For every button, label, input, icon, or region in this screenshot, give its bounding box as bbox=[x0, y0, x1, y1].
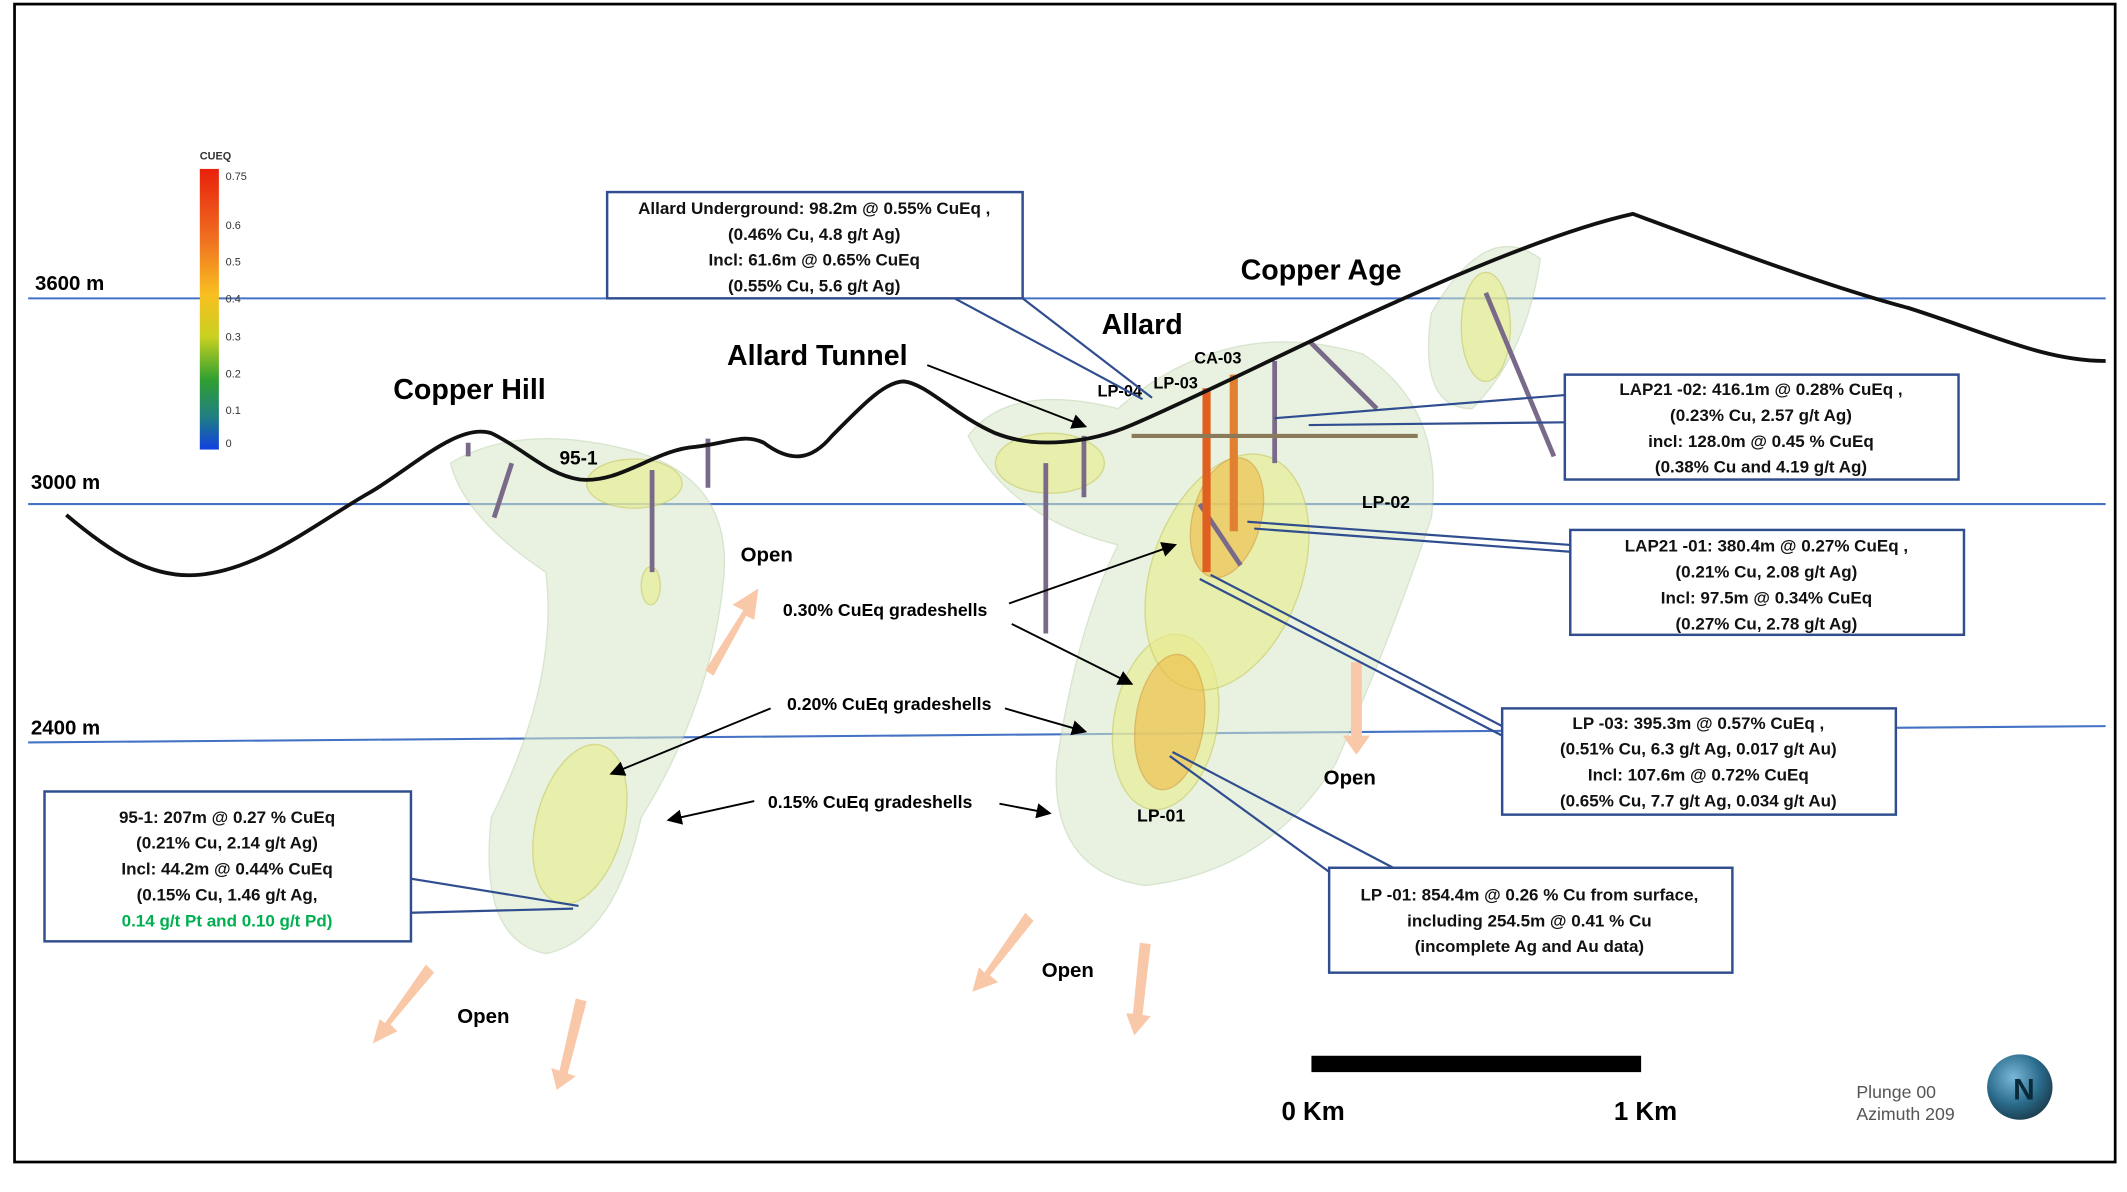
legend-title: CUEQ bbox=[200, 150, 231, 162]
hole-label-95-1: 95-1 bbox=[559, 449, 598, 470]
gradeshell-label-015: 0.15% CuEq gradeshells bbox=[768, 792, 973, 812]
hole-label-lp-02: LP-02 bbox=[1362, 492, 1410, 512]
svg-text:(0.15% Cu, 1.46 g/t Ag,: (0.15% Cu, 1.46 g/t Ag, bbox=[137, 885, 318, 904]
svg-text:95-1: 207m @ 0.27 % CuEq: 95-1: 207m @ 0.27 % CuEq bbox=[119, 808, 335, 827]
callout-lp-01: LP -01: 854.4m @ 0.26 % Cu from surface,… bbox=[1327, 866, 1734, 974]
topography-profile bbox=[65, 211, 2106, 578]
legend-tick: 0.3 bbox=[226, 332, 241, 344]
svg-text:LP -03: 395.3m @ 0.57% CuEq: LP -03: 395.3m @ 0.57% CuEq , bbox=[1572, 714, 1824, 733]
area-label-allard: Allard bbox=[1102, 309, 1183, 341]
open-label: Open bbox=[741, 544, 793, 566]
svg-text:Incl: 44.2m @ 0.44% CuEq: Incl: 44.2m @ 0.44% CuEq bbox=[121, 860, 332, 879]
area-label-allard-tunnel: Allard Tunnel bbox=[727, 340, 908, 372]
svg-text:(0.51% Cu, 6.3 g/t Ag, 0.017 g: (0.51% Cu, 6.3 g/t Ag, 0.017 g/t Au) bbox=[1560, 740, 1837, 759]
scale-bar bbox=[1311, 1055, 1642, 1073]
svg-text:(0.65% Cu, 7.7 g/t Ag, 0.034 g: (0.65% Cu, 7.7 g/t Ag, 0.034 g/t Au) bbox=[1560, 791, 1837, 810]
svg-text:N: N bbox=[2013, 1073, 2035, 1106]
gradeshell-label-030: 0.30% CuEq gradeshells bbox=[783, 600, 988, 620]
svg-text:(0.38% Cu and 4.19 g/t Ag): (0.38% Cu and 4.19 g/t Ag) bbox=[1655, 458, 1867, 477]
elevation-label-3600: 3600 m bbox=[35, 273, 104, 295]
hole-label-lp-03: LP-03 bbox=[1153, 374, 1197, 392]
area-label-copper-age: Copper Age bbox=[1241, 254, 1402, 286]
callout-lp-03: LP -03: 395.3m @ 0.57% CuEq , (0.51% Cu,… bbox=[1500, 707, 1898, 816]
svg-text:(0.55% Cu, 5.6 g/t Ag): (0.55% Cu, 5.6 g/t Ag) bbox=[728, 277, 900, 296]
svg-text:(0.21% Cu, 2.08 g/t Ag): (0.21% Cu, 2.08 g/t Ag) bbox=[1676, 563, 1858, 582]
callout-allard-underground: Allard Underground: 98.2m @ 0.55% CuEq ,… bbox=[605, 190, 1024, 300]
hole-label-ca-03: CA-03 bbox=[1194, 350, 1241, 368]
scale-label-end: 1 Km bbox=[1614, 1098, 1677, 1126]
cueq-color-legend: CUEQ 0.75 0.6 0.5 0.4 0.3 0.2 0.1 0 bbox=[199, 150, 247, 450]
azimuth-label: Azimuth 209 bbox=[1856, 1104, 1954, 1124]
legend-tick: 0.5 bbox=[226, 257, 241, 269]
svg-text:including 254.5m @ 0.41 % Cu: including 254.5m @ 0.41 % Cu bbox=[1407, 911, 1651, 930]
plunge-label: Plunge 00 bbox=[1856, 1082, 1936, 1102]
open-arrows bbox=[372, 588, 1371, 1090]
svg-text:(incomplete Ag and Au data): (incomplete Ag and Au data) bbox=[1415, 937, 1644, 956]
area-label-copper-hill: Copper Hill bbox=[393, 374, 546, 406]
legend-tick: 0.6 bbox=[226, 220, 241, 232]
legend-tick: 0.1 bbox=[226, 405, 241, 417]
svg-text:0.14 g/t Pt and 0.10 g/t Pd): 0.14 g/t Pt and 0.10 g/t Pd) bbox=[122, 911, 333, 930]
compass-globe-icon: N bbox=[1987, 1054, 2053, 1120]
scale-label-start: 0 Km bbox=[1281, 1098, 1344, 1126]
pointer-arrows bbox=[609, 364, 1178, 825]
drillholes bbox=[465, 291, 1557, 924]
svg-text:(0.27% Cu, 2.78 g/t Ag): (0.27% Cu, 2.78 g/t Ag) bbox=[1676, 614, 1858, 633]
callout-95-1: 95-1: 207m @ 0.27 % CuEq (0.21% Cu, 2.14… bbox=[43, 790, 413, 943]
svg-text:Allard Underground: 98.2m @: Allard Underground: 98.2m @ 0.55% CuEq , bbox=[638, 199, 990, 218]
legend-tick: 0.75 bbox=[226, 171, 247, 183]
open-label: Open bbox=[1324, 768, 1376, 790]
open-label: Open bbox=[457, 1006, 509, 1028]
elevation-label-2400: 2400 m bbox=[31, 717, 100, 739]
callout-lap21-01: LAP21 -01: 380.4m @ 0.27% CuEq , (0.21% … bbox=[1569, 528, 1966, 637]
hole-label-lp-01: LP-01 bbox=[1137, 805, 1185, 825]
svg-text:Incl: 61.6m @ 0.65% CuEq: Incl: 61.6m @ 0.65% CuEq bbox=[708, 251, 919, 270]
svg-text:incl: 128.0m @ 0.45 % CuEq: incl: 128.0m @ 0.45 % CuEq bbox=[1648, 432, 1874, 451]
elevation-label-3000: 3000 m bbox=[31, 472, 100, 494]
svg-text:LAP21 -02: 416.1m @ 0.28% Cu: LAP21 -02: 416.1m @ 0.28% CuEq , bbox=[1619, 380, 1902, 399]
callout-leaders bbox=[410, 297, 1571, 914]
legend-tick: 0 bbox=[226, 438, 232, 450]
gradeshell-label-020: 0.20% CuEq gradeshells bbox=[787, 694, 992, 714]
svg-text:LP -01: 854.4m @ 0.26 % Cu f: LP -01: 854.4m @ 0.26 % Cu from surface, bbox=[1360, 885, 1698, 904]
legend-tick: 0.4 bbox=[226, 293, 241, 305]
open-label: Open bbox=[1042, 960, 1094, 982]
svg-text:(0.23% Cu, 2.57 g/t Ag): (0.23% Cu, 2.57 g/t Ag) bbox=[1670, 406, 1852, 425]
hole-label-lp-04: LP-04 bbox=[1098, 382, 1142, 400]
callout-lap21-02: LAP21 -02: 416.1m @ 0.28% CuEq , (0.23% … bbox=[1563, 373, 1960, 481]
svg-text:Incl: 107.6m @ 0.72% CuEq: Incl: 107.6m @ 0.72% CuEq bbox=[1588, 766, 1809, 785]
svg-text:(0.21% Cu, 2.14 g/t Ag): (0.21% Cu, 2.14 g/t Ag) bbox=[136, 834, 318, 853]
svg-text:Incl: 97.5m @ 0.34% CuEq: Incl: 97.5m @ 0.34% CuEq bbox=[1661, 588, 1872, 607]
svg-text:LAP21 -01: 380.4m @ 0.27% Cu: LAP21 -01: 380.4m @ 0.27% CuEq , bbox=[1625, 537, 1908, 556]
svg-text:(0.46% Cu, 4.8 g/t Ag): (0.46% Cu, 4.8 g/t Ag) bbox=[728, 225, 900, 244]
legend-tick: 0.2 bbox=[226, 368, 241, 380]
